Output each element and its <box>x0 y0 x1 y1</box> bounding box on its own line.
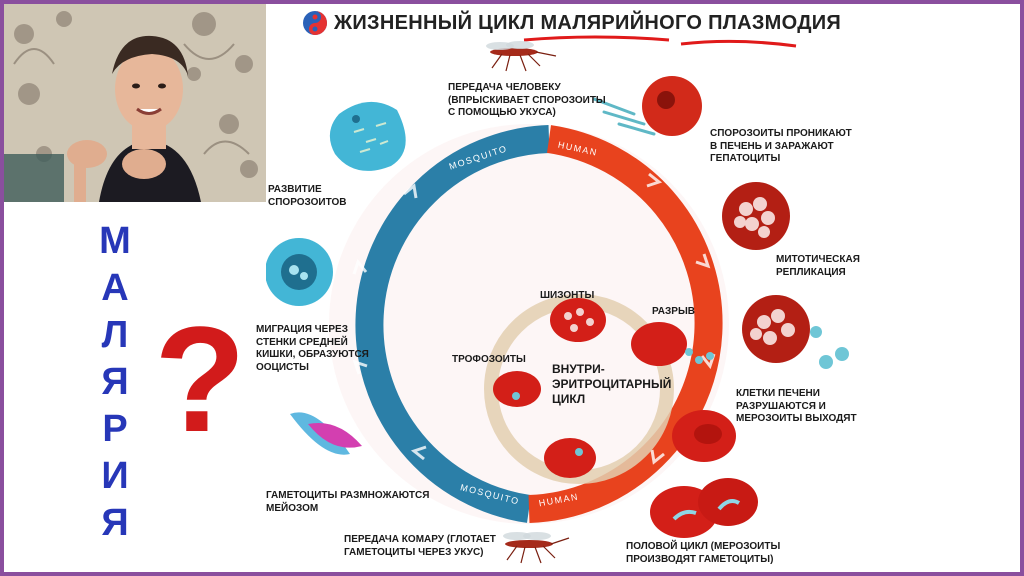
label-liver-rupture: КЛЕТКИ ПЕЧЕНИ РАЗРУШАЮТСЯ И МЕРОЗОИТЫ ВЫ… <box>736 388 857 424</box>
ring-stage-icon <box>544 438 596 478</box>
schizont-icon <box>550 298 606 342</box>
trophozoite-icon <box>493 371 541 407</box>
label-sexual-cycle: ПОЛОВОЙ ЦИКЛ (МЕРОЗОИТЫ ПРОИЗВОДЯТ ГАМЕТ… <box>626 541 781 565</box>
life-cycle-diagram: MOSQUITO HUMAN MOSQUITO HUMAN <box>266 35 849 564</box>
mosquito-icon <box>503 532 570 564</box>
ring-mosquito <box>355 125 550 523</box>
label-trophozoites: ТРОФОЗОИТЫ <box>452 354 526 365</box>
sporozoite-icon <box>592 97 656 136</box>
gametocytes-icon <box>290 412 362 455</box>
vertical-letter: Я <box>101 502 129 544</box>
rupturing-rbc-icon <box>631 322 714 366</box>
vertical-letter: М <box>99 220 131 262</box>
title-text: ЖИЗНЕННЫЙ ЦИКЛ МАЛЯРИЙНОГО ПЛАЗМОДИЯ <box>334 12 842 34</box>
replicating-cell-icon <box>722 182 790 250</box>
inner-cycle-label: ВНУТРИ- ЭРИТРОЦИТАРНЫЙ ЦИКЛ <box>552 362 672 406</box>
mosquito-icon <box>486 41 557 72</box>
label-schizonts: ШИЗОНТЫ <box>540 290 595 301</box>
hepatocyte-icon <box>642 76 702 136</box>
label-mitotic: МИТОТИЧЕСКАЯ РЕПЛИКАЦИЯ <box>776 254 860 278</box>
label-migration: МИГРАЦИЯ ЧЕРЕЗ СТЕНКИ СРЕДНЕЙ КИШКИ, ОБР… <box>256 324 369 373</box>
question-mark: ? <box>154 295 246 463</box>
label-gametocytes: ГАМЕТОЦИТЫ РАЗМНОЖАЮТСЯ МЕЙОЗОМ <box>266 490 430 514</box>
vertical-letter: А <box>101 267 129 309</box>
vertical-letter: И <box>101 455 129 497</box>
vertical-letter: Р <box>102 408 128 450</box>
label-sporozoite-development: РАЗВИТИЕ СПОРОЗОИТОВ <box>268 184 347 208</box>
label-sporozoites-liver: СПОРОЗОИТЫ ПРОНИКАЮТ В ПЕЧЕНЬ И ЗАРАЖАЮТ… <box>710 128 852 164</box>
title-underline <box>680 39 797 48</box>
title-underline <box>523 35 670 42</box>
label-rupture: РАЗРЫВ <box>652 306 695 317</box>
logo-icon <box>303 11 327 35</box>
ring-human <box>528 125 723 523</box>
label-human-transmission: ПЕРЕДАЧА ЧЕЛОВЕКУ (ВПРЫСКИВАЕТ СПОРОЗОИТ… <box>448 82 606 118</box>
vertical-letter: Я <box>101 361 129 403</box>
presenter-photo <box>4 4 266 202</box>
diagram-title: ЖИЗНЕННЫЙ ЦИКЛ МАЛЯРИЙНОГО ПЛАЗМОДИЯ <box>303 11 842 35</box>
oocyst-icon <box>266 238 333 306</box>
sporozoite-development-icon <box>329 101 406 171</box>
vertical-letter: Л <box>101 314 129 356</box>
label-mosquito-transmission: ПЕРЕДАЧА КОМАРУ (ГЛОТАЕТ ГАМЕТОЦИТЫ ЧЕРЕ… <box>344 534 496 558</box>
gametocyte-cells-icon <box>650 478 758 538</box>
red-blood-cell-icon <box>672 410 736 462</box>
rupturing-cell-icon <box>742 295 849 369</box>
